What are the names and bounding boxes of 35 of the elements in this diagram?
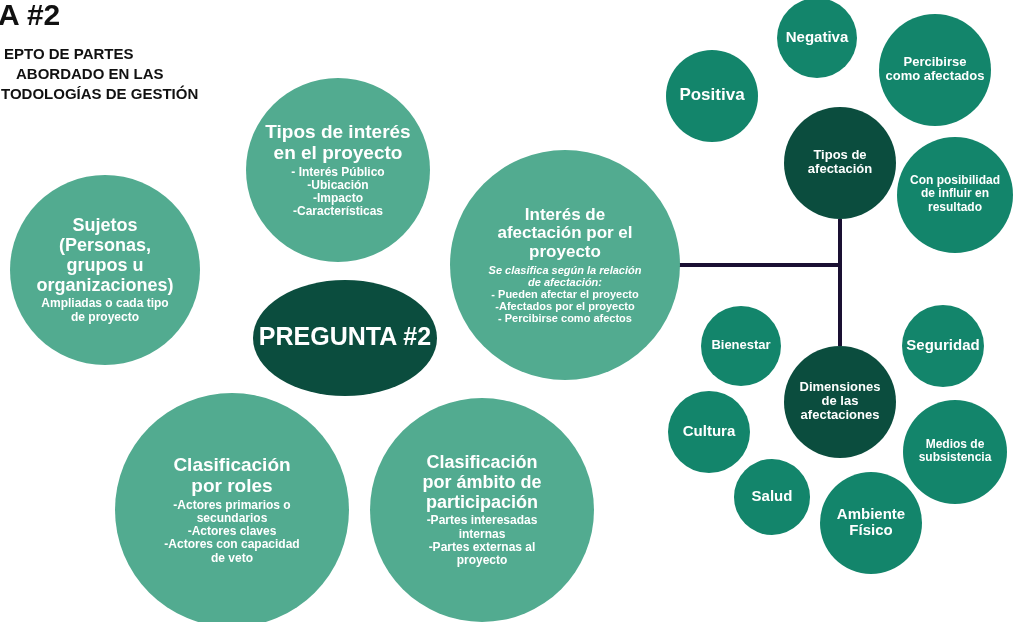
topic-heading: Salud	[751, 487, 793, 505]
topic-heading: Cultura	[682, 422, 736, 440]
topic-detail: -Características	[292, 205, 384, 219]
topic-heading: Sujetos (Personas, grupos u organizaciones)	[35, 216, 175, 296]
topic-heading: PREGUNTA #2	[258, 323, 432, 351]
topic-heading: Tipos de interés en el proyecto	[264, 121, 412, 164]
topic-detail: -Afectados por el proyecto	[495, 300, 635, 313]
subtitle-line: TODOLOGÍAS DE GESTIÓN	[1, 85, 199, 102]
subtitle-line: EPTO DE PARTES	[4, 45, 134, 62]
topic-detail: -Partes interesadas internas	[425, 514, 539, 541]
topic-detail: Ampliadas o cada tipo de proyecto	[40, 297, 170, 324]
topic-heading: Dimensiones de las afectaciones	[798, 379, 882, 423]
topic-detail: -Actores con capacidad de veto	[163, 538, 301, 565]
subtitle-line: ABORDADO EN LAS	[16, 65, 164, 82]
topic-detail: - Pueden afectar el proyecto	[491, 288, 639, 301]
topic-heading: Interés de afectación por el proyecto	[496, 205, 634, 262]
topic-heading: Medios de subsistencia	[917, 437, 993, 465]
topic-heading: Clasificación por roles	[172, 455, 292, 497]
topic-heading: Clasificación por ámbito de participación	[421, 452, 543, 513]
topic-detail: -Ubicación	[307, 178, 369, 192]
topic-detail: -Actores claves	[187, 525, 277, 539]
topic-detail: -Partes externas al proyecto	[427, 540, 537, 568]
topic-detail: - Percibirse como afectos	[498, 312, 632, 325]
topic-heading: Seguridad	[906, 336, 980, 354]
topic-heading: Ambiente Físico	[835, 505, 907, 539]
topic-detail: - Interés Público	[291, 165, 385, 179]
topic-heading: Percibirse como afectados	[885, 54, 985, 84]
topic-heading: Con posibilidad de influir en resultado	[909, 174, 1001, 214]
topic-detail: Se clasifica según la relación de afectación:	[487, 263, 643, 288]
topic-heading: Bienestar	[711, 337, 771, 353]
topic-heading: Positiva	[679, 85, 745, 105]
topic-heading: Tipos de afectación	[806, 147, 874, 177]
topic-detail: -Actores primarios o secundarios	[172, 498, 292, 526]
topic-heading: Negativa	[785, 28, 849, 46]
topic-detail: -Impacto	[313, 191, 363, 206]
